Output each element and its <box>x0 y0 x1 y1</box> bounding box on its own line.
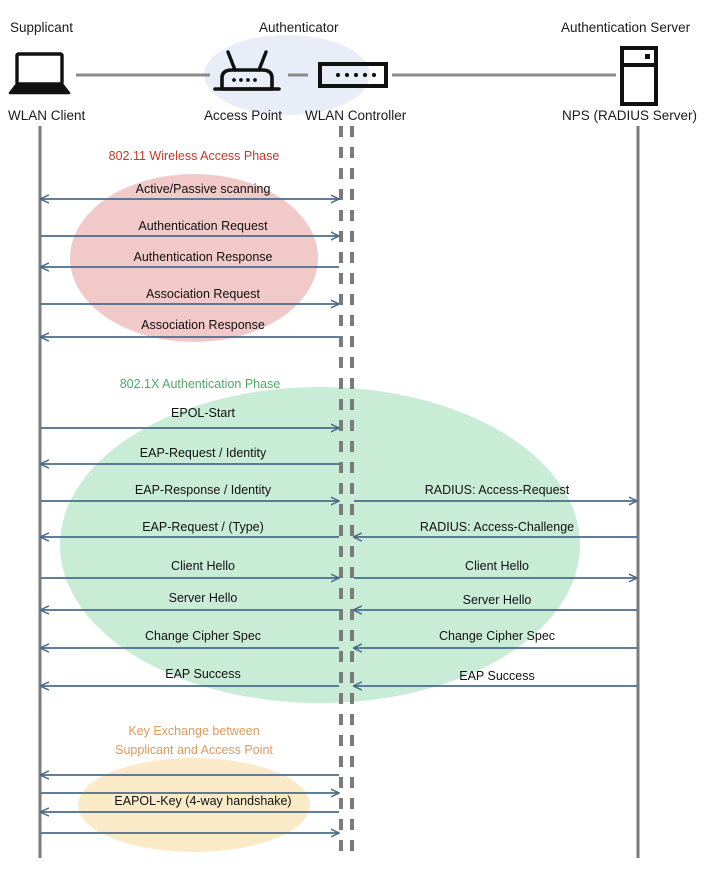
phase-caption-802-11: 802.11 Wireless Access Phase <box>108 149 280 163</box>
authenticator-highlight <box>204 35 370 115</box>
phase-802-11-ellipse <box>70 174 318 342</box>
phase-caption-802-1x: 802.1X Authentication Phase <box>119 377 281 391</box>
role-label-auth-server: Authentication Server <box>561 20 691 35</box>
msg-label-authentication-request: Authentication Request <box>138 219 268 233</box>
msg-label-eap-success-left: EAP Success <box>165 667 241 681</box>
phase-caption-key-exchange-line1: Key Exchange between <box>128 724 260 738</box>
phase-key-exchange-ellipse <box>78 758 310 852</box>
msg-label-eap-response-identity: EAP-Response / Identity <box>134 483 272 497</box>
phase-802-1x-ellipse <box>60 387 580 703</box>
msg-label-change-cipher-spec-left: Change Cipher Spec <box>144 629 262 643</box>
node-label-wlan-client: WLAN Client <box>8 108 86 123</box>
msg-label-authentication-response: Authentication Response <box>133 250 273 264</box>
msg-label-association-request: Association Request <box>146 287 260 301</box>
msg-label-eap-request-type: EAP-Request / (Type) <box>142 520 264 534</box>
wireless-router-icon <box>213 50 281 91</box>
role-label-supplicant: Supplicant <box>10 20 74 35</box>
node-label-wlan-controller: WLAN Controller <box>305 108 407 123</box>
msg-label-eapol-start: EPOL-Start <box>171 406 235 420</box>
msg-label-client-hello-right: Client Hello <box>465 559 529 573</box>
node-label-nps-radius: NPS (RADIUS Server) <box>562 108 698 123</box>
msg-label-radius-access-request: RADIUS: Access-Request <box>424 483 570 497</box>
phase-caption-key-exchange-line2: Supplicant and Access Point <box>115 743 273 757</box>
msg-label-association-response: Association Response <box>141 318 265 332</box>
node-label-access-point: Access Point <box>204 108 283 123</box>
msg-label-server-hello-right: Server Hello <box>462 593 532 607</box>
network-switch-icon <box>318 62 388 88</box>
role-label-authenticator: Authenticator <box>259 20 339 35</box>
server-rack-icon <box>620 46 658 106</box>
msg-label-radius-access-challenge: RADIUS: Access-Challenge <box>419 520 575 534</box>
msg-label-change-cipher-spec-right: Change Cipher Spec <box>438 629 556 643</box>
msg-label-server-hello-left: Server Hello <box>168 591 238 605</box>
msg-label-eapol-key-handshake: EAPOL-Key (4-way handshake) <box>114 794 292 808</box>
msg-label-client-hello-left: Client Hello <box>171 559 235 573</box>
laptop-icon <box>8 52 71 95</box>
msg-label-active-passive-scanning: Active/Passive scanning <box>135 182 271 196</box>
msg-label-eap-request-identity: EAP-Request / Identity <box>139 446 267 460</box>
msg-label-eap-success-right: EAP Success <box>459 669 535 683</box>
